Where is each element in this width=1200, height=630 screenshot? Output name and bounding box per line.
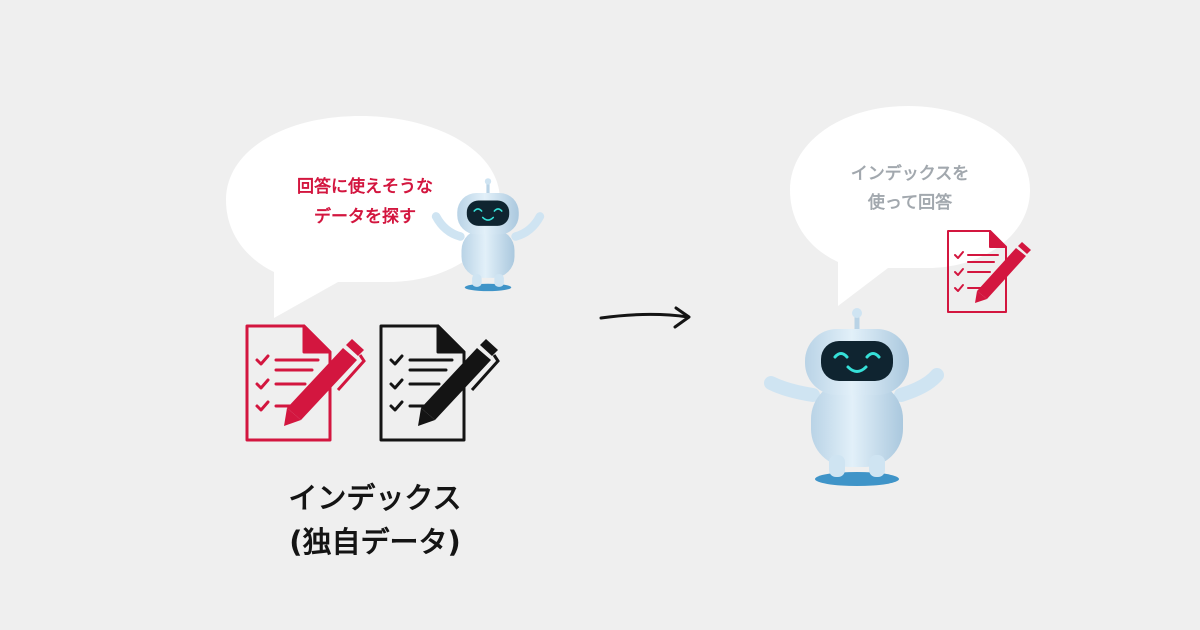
right-bubble-line-1: インデックスを [850, 164, 970, 184]
black-pen-icon [418, 339, 500, 426]
small-red-checklist-document-icon [947, 230, 1007, 313]
caption-line-2: (独自データ) [289, 525, 461, 559]
left-bubble-text: 回答に使えそうな データを探す [250, 172, 480, 232]
caption-line-1: インデックス [288, 481, 462, 515]
right-bubble-line-2: 使って回答 [867, 193, 953, 213]
index-caption: インデックス (独自データ) [205, 476, 545, 564]
left-bubble-line-1: 回答に使えそうな [297, 177, 433, 197]
red-checklist-document-icon [245, 324, 332, 442]
red-pen-icon [284, 339, 366, 426]
left-bubble-line-2: データを探す [314, 207, 416, 227]
small-robot-icon [431, 178, 545, 292]
left-speech-bubble-icon [226, 116, 500, 318]
black-checklist-document-icon [379, 324, 466, 442]
large-robot-icon [764, 308, 944, 486]
small-red-pen-icon [975, 242, 1031, 303]
arrow-right-icon [599, 306, 691, 329]
right-bubble-text: インデックスを 使って回答 [810, 160, 1010, 218]
